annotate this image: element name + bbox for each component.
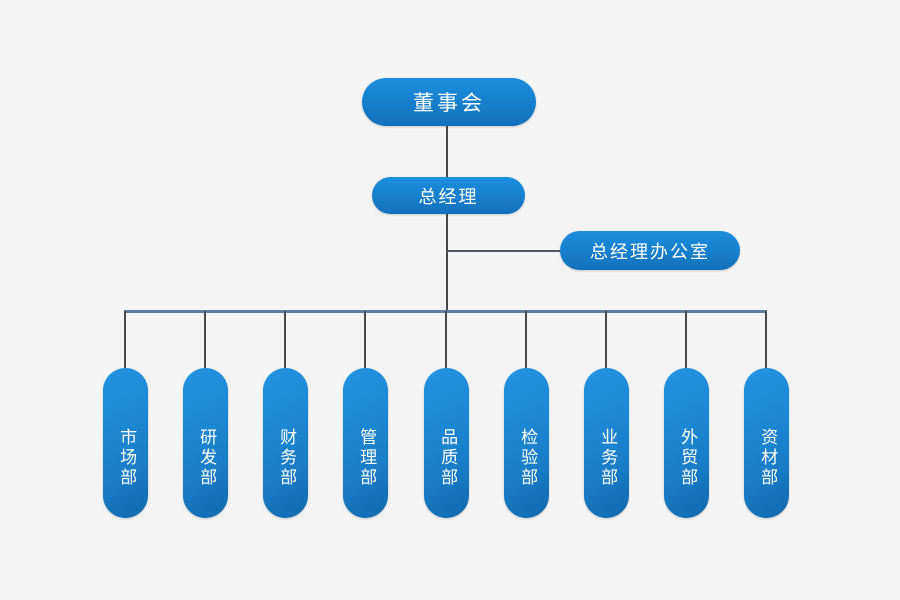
node-department-foreign-trade[interactable]: 外贸部 (664, 368, 709, 518)
node-department-finance[interactable]: 财务部 (263, 368, 308, 518)
connector-drop-4 (364, 311, 366, 369)
node-department-label: 研发部 (196, 428, 217, 488)
node-department-market[interactable]: 市场部 (103, 368, 148, 518)
connector-gm-to-gm-office (446, 250, 562, 252)
node-general-manager-label: 总经理 (418, 186, 479, 208)
node-board-label: 董事会 (413, 91, 485, 115)
node-department-label: 外贸部 (677, 428, 698, 488)
connector-drop-6 (525, 311, 527, 369)
connector-drop-9 (765, 311, 767, 369)
node-department-label: 市场部 (116, 428, 137, 488)
connector-gm-trunk (446, 214, 448, 312)
node-gm-office[interactable]: 总经理办公室 (560, 231, 740, 270)
node-department-rd[interactable]: 研发部 (183, 368, 228, 518)
node-department-label: 品质部 (437, 428, 458, 488)
node-department-label: 财务部 (276, 428, 297, 488)
node-department-quality[interactable]: 品质部 (424, 368, 469, 518)
node-department-inspection[interactable]: 检验部 (504, 368, 549, 518)
connector-drop-7 (605, 311, 607, 369)
node-department-label: 检验部 (517, 428, 538, 488)
node-department-label: 业务部 (597, 428, 618, 488)
node-department-business[interactable]: 业务部 (584, 368, 629, 518)
node-department-label: 资材部 (757, 428, 778, 488)
connector-drop-2 (204, 311, 206, 369)
node-general-manager[interactable]: 总经理 (372, 177, 525, 214)
node-department-materials[interactable]: 资材部 (744, 368, 789, 518)
node-gm-office-label: 总经理办公室 (590, 241, 710, 263)
connector-board-to-gm (446, 126, 448, 177)
node-board-of-directors[interactable]: 董事会 (362, 78, 536, 126)
node-department-management[interactable]: 管理部 (343, 368, 388, 518)
node-department-label: 管理部 (356, 428, 377, 488)
connector-drop-8 (685, 311, 687, 369)
connector-drop-1 (124, 311, 126, 369)
connector-drop-5 (445, 311, 447, 369)
connector-drop-3 (284, 311, 286, 369)
